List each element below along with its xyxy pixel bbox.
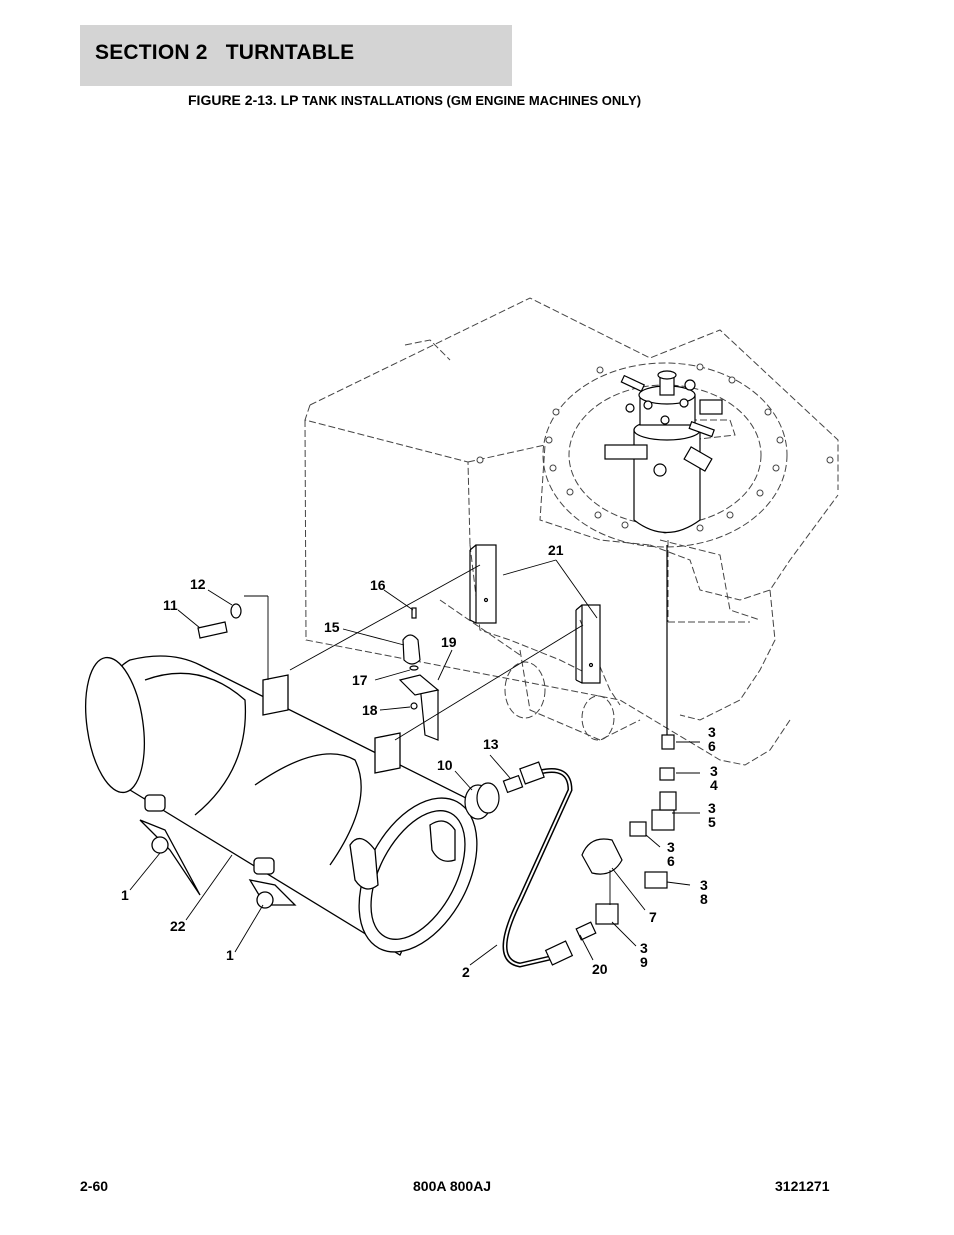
- figure-title: FIGURE 2-13. LP TANK INSTALLATIONS (GM E…: [188, 92, 641, 108]
- section-banner: SECTION 2 TURNTABLE: [80, 25, 512, 86]
- callout-13: 13: [483, 736, 499, 752]
- callout-18: 18: [362, 702, 378, 718]
- callout-34: 3 4: [710, 763, 718, 793]
- callout-2: 2: [462, 964, 470, 980]
- callout-1-lower: 1: [226, 947, 234, 963]
- bolt-circle: [476, 363, 834, 534]
- callout-10: 10: [437, 757, 453, 773]
- hose-fittings: [464, 734, 677, 966]
- callout-35: 3 5: [708, 800, 716, 830]
- callout-20: 20: [592, 961, 608, 977]
- callout-15: 15: [324, 619, 340, 635]
- callout-1-upper: 1: [121, 887, 129, 903]
- bracket-hardware: [197, 603, 440, 741]
- footer-page-number: 2-60: [80, 1178, 109, 1194]
- callout-7: 7: [649, 909, 657, 925]
- turntable-frame: [304, 297, 839, 766]
- callout-36-upper: 3 6: [708, 724, 716, 754]
- callout-12: 12: [190, 576, 206, 592]
- figure-title-prefix: FIGURE 2-13. LP: [188, 92, 299, 108]
- footer-model: 800A 800AJ: [413, 1178, 492, 1194]
- callout-21: 21: [548, 542, 564, 558]
- hose-assembly: [502, 768, 573, 968]
- callout-19: 19: [441, 634, 457, 650]
- footer-doc-number: 3121271: [775, 1178, 830, 1194]
- rotary-coupling: [604, 370, 723, 735]
- callout-22: 22: [170, 918, 186, 934]
- callout-16: 16: [370, 577, 386, 593]
- lp-tank: [85, 655, 478, 956]
- callout-36-lower: 3 6: [667, 839, 675, 869]
- callout-11: 11: [163, 597, 178, 613]
- callout-39: 3 9: [640, 940, 648, 970]
- figure-title-rest: TANK INSTALLATIONS (GM ENGINE MACHINES O…: [298, 93, 642, 108]
- mounting-rails: [469, 544, 601, 684]
- section-title: SECTION 2 TURNTABLE: [95, 41, 355, 64]
- callout-17: 17: [352, 672, 368, 688]
- callout-38: 3 8: [700, 877, 708, 907]
- leader-lines: [129, 559, 700, 966]
